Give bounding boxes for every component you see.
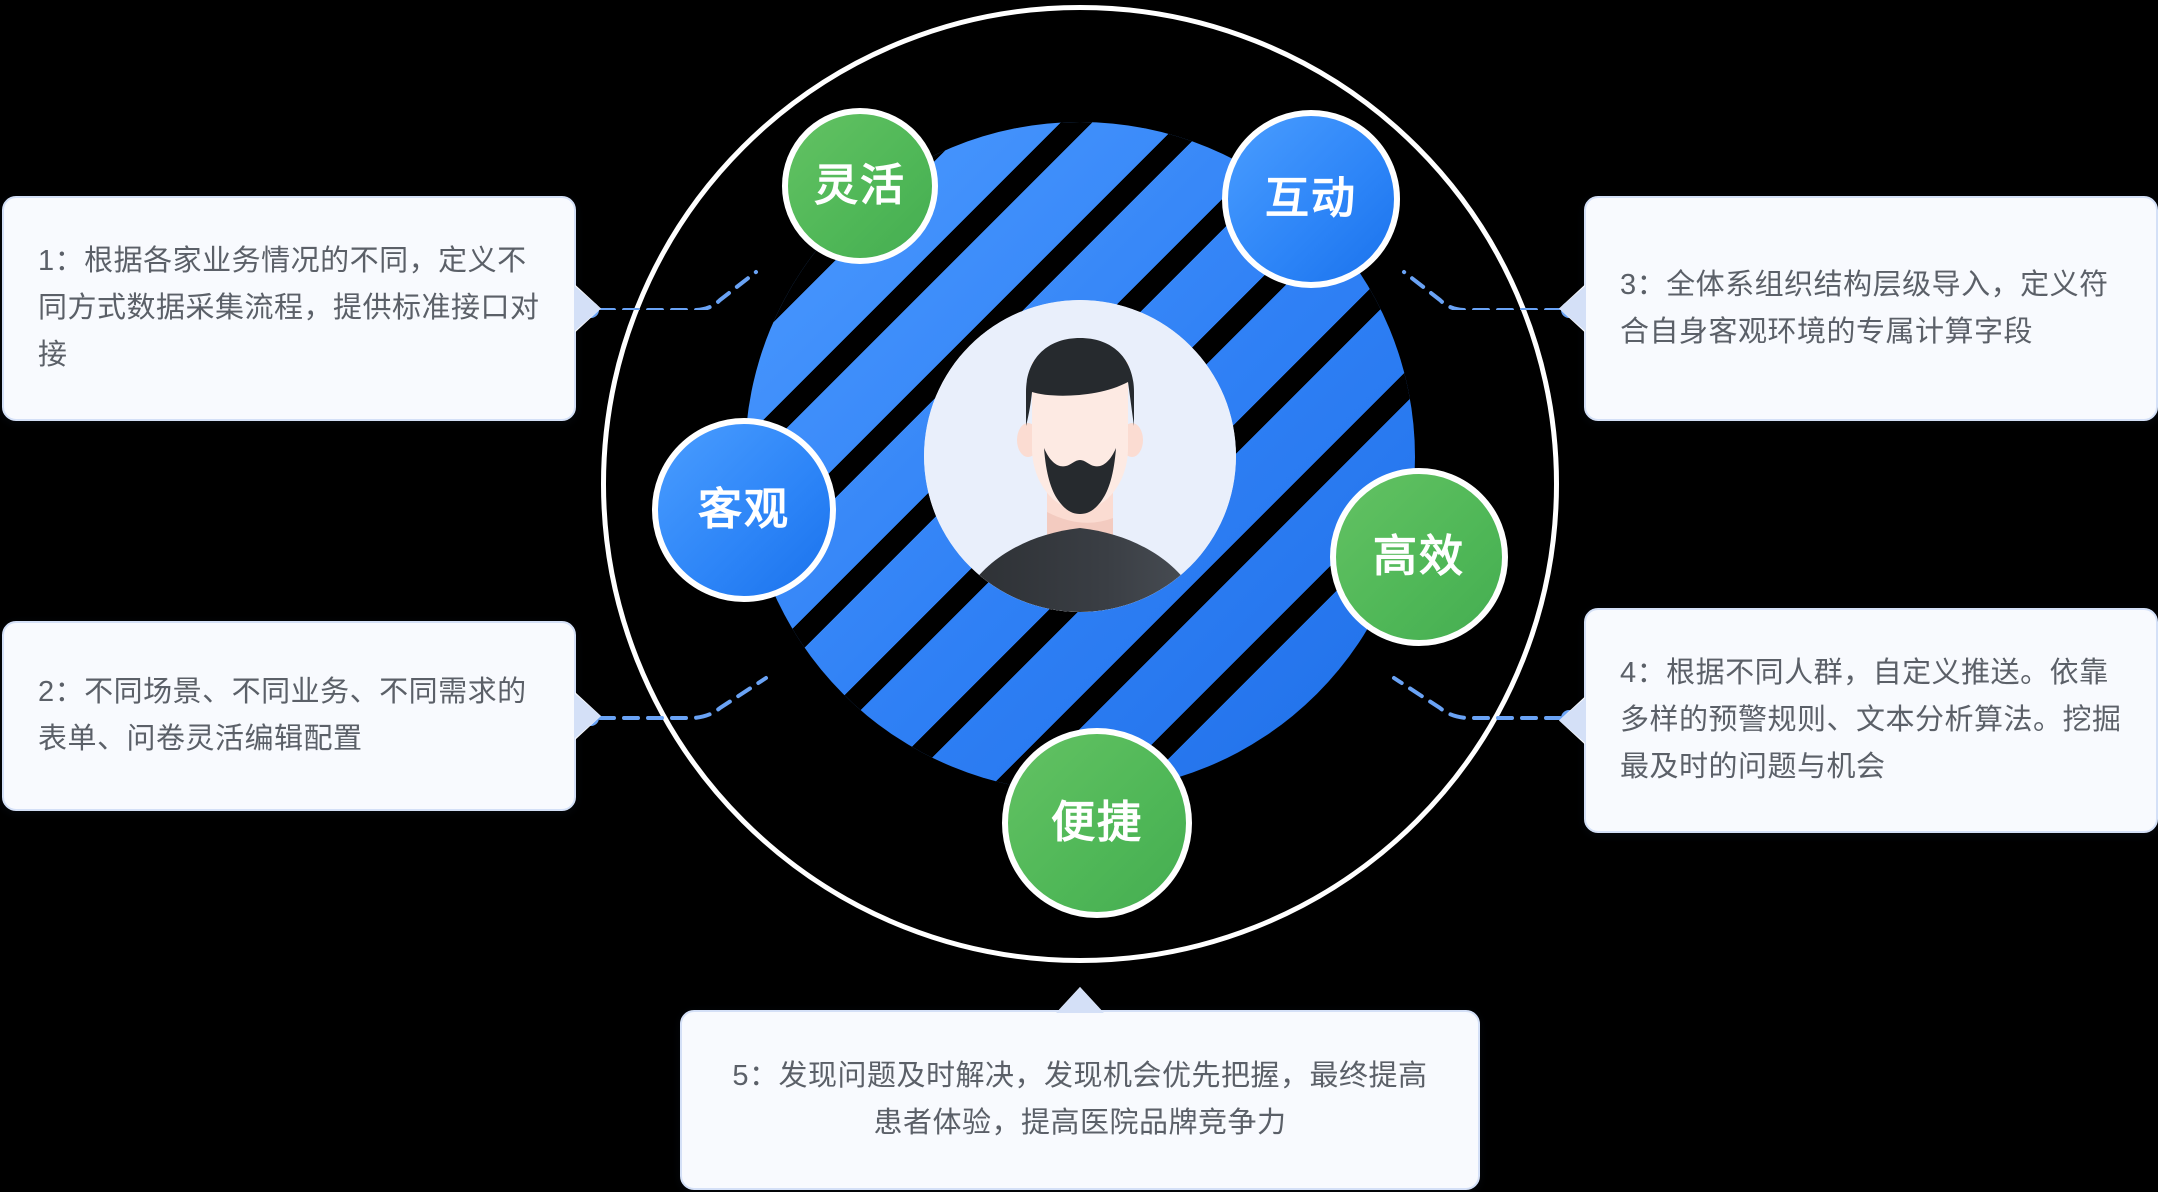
bubble-gaoxiao[interactable]: 高效	[1330, 468, 1508, 646]
info-card-3[interactable]: 3：全体系组织结构层级导入，定义符合自身客观环境的专属计算字段	[1559, 196, 2158, 421]
info-card-2-text: 2：不同场景、不同业务、不同需求的表单、问卷灵活编辑配置	[38, 676, 527, 755]
info-card-4-text: 4：根据不同人群，自定义推送。依靠多样的预警规则、文本分析算法。挖掘最及时的问题…	[1620, 657, 2122, 783]
bubble-label: 灵活	[814, 161, 906, 210]
card-pointer-icon	[1056, 987, 1104, 1013]
bubble-label: 互动	[1265, 174, 1357, 223]
card-pointer-icon	[1559, 696, 1585, 745]
bubble-label: 便捷	[1051, 798, 1143, 847]
bubble-keguan[interactable]: 客观	[652, 418, 836, 602]
bubble-bianjie[interactable]: 便捷	[1002, 728, 1192, 918]
card-pointer-icon	[575, 284, 601, 333]
bubble-linghuo[interactable]: 灵活	[782, 108, 938, 264]
info-card-2[interactable]: 2：不同场景、不同业务、不同需求的表单、问卷灵活编辑配置	[2, 621, 601, 811]
bubble-hudong[interactable]: 互动	[1222, 110, 1400, 288]
info-card-5-text: 5：发现问题及时解决，发现机会优先把握，最终提高患者体验，提高医院品牌竞争力	[732, 1060, 1428, 1139]
card-pointer-icon	[575, 692, 601, 740]
info-card-3-text: 3：全体系组织结构层级导入，定义符合自身客观环境的专属计算字段	[1620, 268, 2109, 348]
outer-ring-circle	[601, 5, 1559, 963]
card-pointer-icon	[1559, 284, 1585, 333]
info-card-4[interactable]: 4：根据不同人群，自定义推送。依靠多样的预警规则、文本分析算法。挖掘最及时的问题…	[1559, 608, 2158, 833]
bubble-label: 高效	[1373, 532, 1465, 581]
bubble-label: 客观	[698, 485, 790, 534]
info-card-5[interactable]: 5：发现问题及时解决，发现机会优先把握，最终提高患者体验，提高医院品牌竞争力	[680, 987, 1480, 1190]
bearded-man-avatar	[924, 300, 1236, 612]
info-card-1[interactable]: 1：根据各家业务情况的不同，定义不同方式数据采集流程，提供标准接口对接	[2, 196, 601, 421]
info-card-1-text: 1：根据各家业务情况的不同，定义不同方式数据采集流程，提供标准接口对接	[38, 245, 540, 371]
